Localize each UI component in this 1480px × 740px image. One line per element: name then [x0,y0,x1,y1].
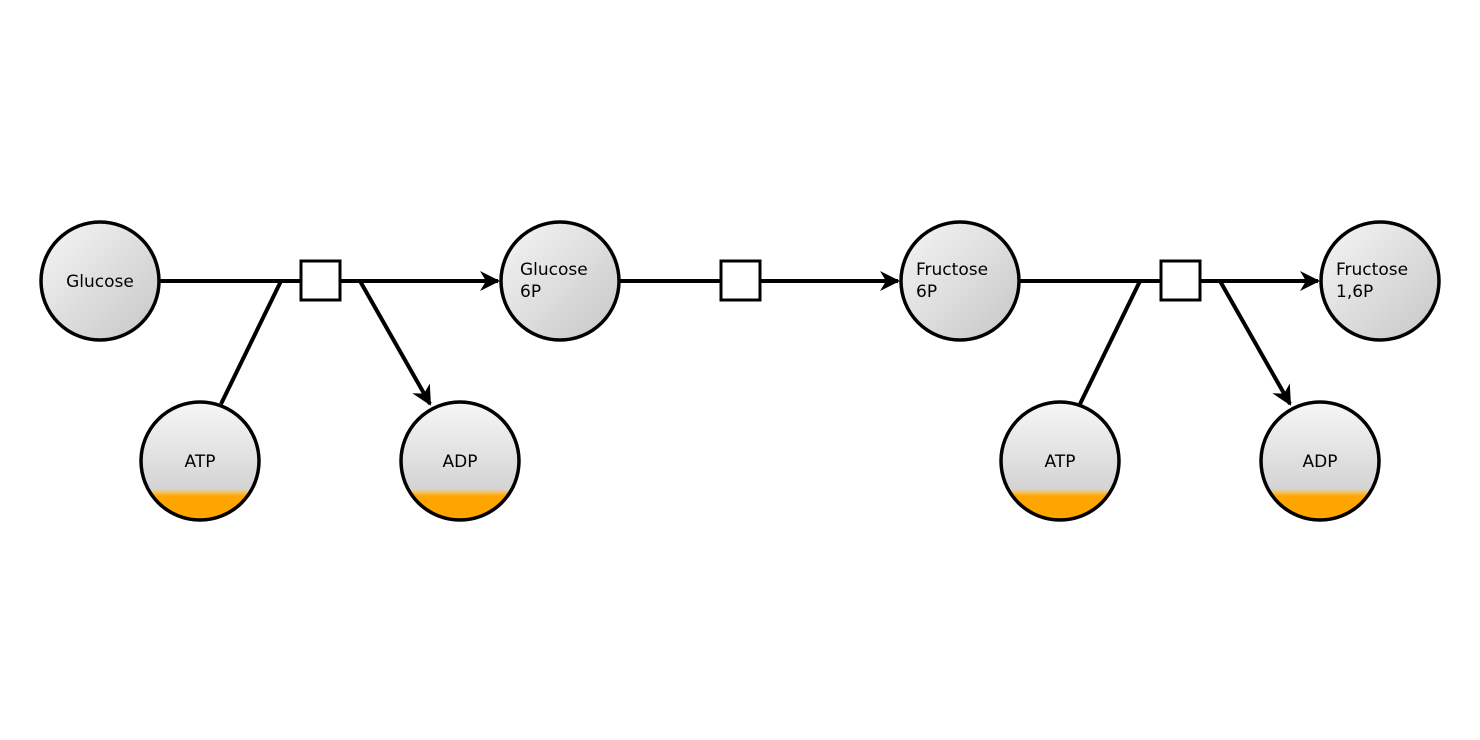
edge-atp-1-to-process-1 [219,280,283,405]
process-node-1[interactable] [299,259,342,302]
cofactor-atp-2-label: ATP [1045,452,1076,472]
metabolite-glucose-6p-label-line1: Glucose [520,260,588,280]
metabolite-fructose-6p-label-line2: 6P [916,282,937,302]
metabolite-glucose-circle[interactable] [39,220,161,342]
edge-process-3-to-adp-2 [1218,280,1292,406]
cofactor-atp-1-label: ATP [185,452,216,472]
cofactor-adp-2-circle[interactable] [1259,400,1381,522]
metabolite-fructose-6p-circle[interactable] [899,220,1021,342]
cofactor-adp-2[interactable]: ADP [1259,400,1381,522]
cofactor-atp-2-circle[interactable] [999,400,1121,522]
reaction-3-edges [1020,271,1320,406]
metabolite-glucose[interactable]: Glucose [39,220,161,342]
edge-process-1-to-adp-1 [358,280,432,406]
cofactor-atp-2[interactable]: ATP [999,400,1121,522]
cofactor-adp-1-label: ADP [443,452,478,472]
cofactor-atp-1-circle[interactable] [139,400,261,522]
cofactor-atp-1[interactable]: ATP [139,400,261,522]
metabolite-glucose-label: Glucose [66,272,134,292]
cofactor-adp-2-label: ADP [1303,452,1338,472]
process-node-2[interactable] [719,259,762,302]
metabolite-fructose-6p[interactable]: Fructose 6P [899,220,1021,342]
metabolite-fructose-1-6p-label-line2: 1,6P [1336,282,1373,302]
metabolite-glucose-6p-label-line2: 6P [520,282,541,302]
metabolite-fructose-1-6p[interactable]: Fructose 1,6P [1319,220,1441,342]
cofactor-adp-1-circle[interactable] [399,400,521,522]
metabolite-glucose-6p-circle[interactable] [499,220,621,342]
metabolite-fructose-1-6p-circle[interactable] [1319,220,1441,342]
metabolite-fructose-1-6p-label-line1: Fructose [1336,260,1408,280]
metabolite-fructose-6p-label-line1: Fructose [916,260,988,280]
reaction-1-edges [160,271,500,406]
process-node-3[interactable] [1159,259,1202,302]
edge-atp-2-to-process-3 [1078,280,1142,405]
metabolite-glucose-6p[interactable]: Glucose 6P [499,220,621,342]
cofactor-adp-1[interactable]: ADP [399,400,521,522]
